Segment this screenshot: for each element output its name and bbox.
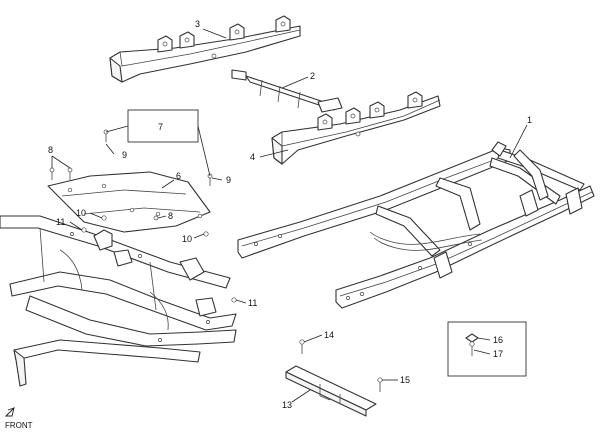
callout-11-lower: 11 <box>248 298 257 308</box>
callout-9-right: 9 <box>226 175 231 185</box>
callout-4: 4 <box>250 152 255 162</box>
front-label: FRONT <box>5 421 33 430</box>
callout-16: 16 <box>493 335 503 345</box>
callout-9-left: 9 <box>122 150 127 160</box>
callout-3: 3 <box>195 19 200 29</box>
callout-7: 7 <box>158 122 163 132</box>
detail-box-16-17 <box>447 321 527 377</box>
part-1-chassis-frame <box>237 141 595 309</box>
part-3-upper-rail <box>109 15 301 83</box>
callout-2: 2 <box>310 71 315 81</box>
part-6-skid-plate <box>47 171 211 233</box>
front-orientation-marker: FRONT <box>4 406 33 430</box>
part-4-lower-rail <box>271 91 441 165</box>
part-2-bracket <box>231 69 343 113</box>
callout-13: 13 <box>282 400 292 410</box>
callout-8-top: 8 <box>48 145 53 155</box>
leader-lines <box>51 28 528 403</box>
direction-arrow-icon <box>4 406 15 417</box>
callout-1: 1 <box>527 115 532 125</box>
front-chassis-section <box>0 215 237 387</box>
callout-box-7 <box>127 109 199 143</box>
callout-11-upper: 11 <box>56 217 65 227</box>
callout-17: 17 <box>493 349 503 359</box>
callout-10-right: 10 <box>182 234 192 244</box>
fasteners <box>49 129 383 392</box>
callout-labels: 3 2 4 1 7 9 9 8 6 10 8 11 10 11 14 15 13… <box>48 19 532 410</box>
callout-15: 15 <box>400 375 410 385</box>
callout-10-left: 10 <box>76 208 86 218</box>
callout-14: 14 <box>324 330 334 340</box>
callout-8-lower: 8 <box>168 211 173 221</box>
part-13-mount-bar <box>285 365 377 417</box>
callout-6: 6 <box>176 171 181 181</box>
